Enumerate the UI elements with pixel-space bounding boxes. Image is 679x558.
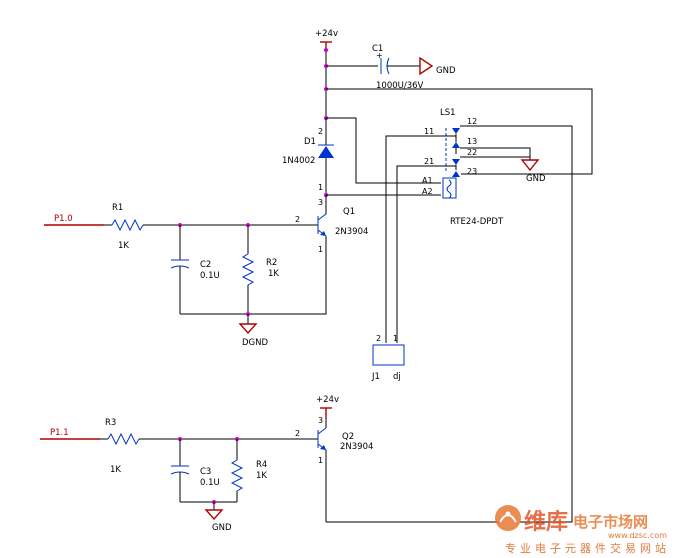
watermark-logo: 维库 电子市场网 www.dzsc.com 专业电子元器件交易网站 xyxy=(495,505,670,555)
ls1-a2: A2 xyxy=(422,187,433,196)
j1-ref: J1 xyxy=(371,372,380,382)
r2-value: 1K xyxy=(268,269,279,279)
vcc-top-label: +24v xyxy=(315,29,338,39)
r3-resistor: R3 1K xyxy=(100,418,313,475)
q2-pin-c: 3 xyxy=(318,416,323,425)
d1-pin-k: 1 xyxy=(318,183,323,192)
q2-part: 2N3904 xyxy=(340,442,373,452)
j1-pin1: 1 xyxy=(393,334,398,343)
watermark-sub: 电子市场网 xyxy=(573,513,648,531)
ls1-p13: 13 xyxy=(467,137,477,146)
r4-ref: R4 xyxy=(256,460,267,470)
j1-connector: 2 1 J1 dj xyxy=(371,334,405,382)
ls1-p23: 23 xyxy=(467,167,477,176)
watermark-url: www.dzsc.com xyxy=(608,531,667,540)
r1-value: 1K xyxy=(118,241,129,251)
c2-ref: C2 xyxy=(200,260,211,270)
r3-value: 1K xyxy=(110,465,121,475)
gnd-q2-label: GND xyxy=(212,523,232,533)
ls1-part: RTE24-DPDT xyxy=(450,217,504,227)
d1-ref: D1 xyxy=(304,137,316,147)
q2-ref: Q2 xyxy=(342,432,354,442)
gnd-relay-label: GND xyxy=(526,174,546,184)
ls1-p12: 12 xyxy=(467,117,477,126)
r2-ref: R2 xyxy=(266,258,277,268)
p11-label: P1.1 xyxy=(50,428,69,438)
ls1-a1: A1 xyxy=(422,176,433,185)
gnd-relay-symbol: GND xyxy=(520,159,546,184)
ls1-p22: 22 xyxy=(467,148,477,157)
p10-input: P1.0 xyxy=(44,214,104,226)
q1-part: 2N3904 xyxy=(335,227,368,237)
r1-ref: R1 xyxy=(112,203,123,213)
r1-resistor: R1 1K xyxy=(104,203,313,251)
d1-pin-a: 2 xyxy=(318,127,323,136)
q1-pin-c: 3 xyxy=(318,198,323,207)
c3-ref: C3 xyxy=(200,467,211,477)
dgnd-label: DGND xyxy=(242,338,268,348)
c2-value: 0.1U xyxy=(200,271,220,281)
gnd-c1-label: GND xyxy=(436,66,456,76)
c2-capacitor: C2 0.1U xyxy=(170,225,220,314)
r2-resistor: R2 1K xyxy=(241,225,279,314)
ls1-p11: 11 xyxy=(424,127,434,136)
vcc-bottom: +24v xyxy=(316,395,339,418)
q2-transistor: 3 2 1 Q2 2N3904 xyxy=(295,416,500,523)
d1-diode: 2 1 D1 1N4002 xyxy=(282,118,334,195)
gnd-q2-symbol: GND xyxy=(204,509,232,533)
r4-resistor: R4 1K xyxy=(230,439,267,502)
r3-ref: R3 xyxy=(105,418,116,428)
p11-input: P1.1 xyxy=(40,428,100,440)
j1-pin2: 2 xyxy=(376,334,381,343)
ls1-ref: LS1 xyxy=(440,108,456,118)
r4-value: 1K xyxy=(256,471,267,481)
q1-pin-b: 2 xyxy=(295,215,300,224)
vcc-top: +24v xyxy=(315,29,338,50)
watermark-tagline: 专业电子元器件交易网站 xyxy=(505,541,670,555)
c1-value: 1000U/36V xyxy=(376,81,424,91)
ls1-p21: 21 xyxy=(424,157,434,166)
c3-capacitor: C3 0.1U xyxy=(170,439,220,502)
p10-label: P1.0 xyxy=(54,214,73,224)
c3-value: 0.1U xyxy=(200,478,220,488)
gnd-c1-symbol: GND xyxy=(419,56,456,76)
c1-ref: C1 xyxy=(372,44,383,54)
j1-value: dj xyxy=(393,372,401,382)
q2-pin-e: 1 xyxy=(318,456,323,465)
q1-ref: Q1 xyxy=(343,207,355,217)
q1-pin-e: 1 xyxy=(318,245,323,254)
d1-part: 1N4002 xyxy=(282,156,315,166)
watermark-brand: 维库 xyxy=(524,509,568,535)
vcc-bottom-label: +24v xyxy=(316,395,339,405)
q2-pin-b: 2 xyxy=(295,429,300,438)
dgnd-symbol: DGND xyxy=(238,323,268,348)
svg-text:+: + xyxy=(376,51,383,60)
q1-transistor: 3 2 1 Q1 2N3904 xyxy=(295,195,368,254)
c1-capacitor: + C1 1000U/36V xyxy=(326,44,424,91)
ls1-relay: LS1 RTE24-DPDT A1 A2 12 11 13 22 21 23 xyxy=(422,108,504,227)
